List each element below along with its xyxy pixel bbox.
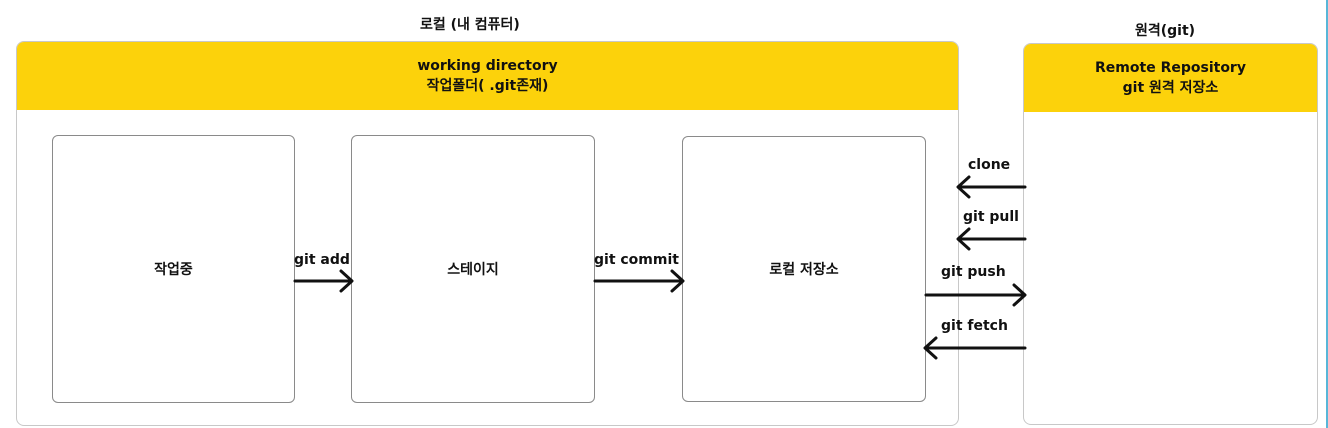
working-stage-box: 작업중 xyxy=(52,135,295,403)
remote-panel: Remote Repository git 원격 저장소 xyxy=(1023,43,1318,425)
clone-label: clone xyxy=(968,157,1011,173)
working-stage-label: 작업중 xyxy=(154,262,193,278)
git-push-arrow xyxy=(924,283,1027,307)
git-fetch-label: git fetch xyxy=(941,318,1008,334)
local-repo-label: 로컬 저장소 xyxy=(769,262,839,278)
staging-stage-label: 스테이지 xyxy=(447,262,499,278)
window-edge-line xyxy=(1326,0,1328,428)
remote-caption: 원격(git) xyxy=(1135,23,1196,39)
remote-panel-subtitle: git 원격 저장소 xyxy=(1122,80,1219,96)
git-add-arrow xyxy=(293,269,354,293)
git-commit-label: git commit xyxy=(594,252,679,268)
local-repo-box: 로컬 저장소 xyxy=(682,136,926,402)
local-panel-title: working directory xyxy=(417,58,558,74)
git-fetch-arrow xyxy=(923,336,1027,360)
git-push-label: git push xyxy=(941,264,1006,280)
remote-panel-title: Remote Repository xyxy=(1095,60,1246,76)
remote-panel-header: Remote Repository git 원격 저장소 xyxy=(1024,44,1317,112)
clone-arrow xyxy=(956,175,1027,199)
git-pull-arrow xyxy=(956,227,1027,251)
local-caption: 로컬 (내 컴퓨터) xyxy=(420,17,520,33)
staging-stage-box: 스테이지 xyxy=(351,135,595,403)
git-add-label: git add xyxy=(294,252,350,268)
git-pull-label: git pull xyxy=(963,209,1019,225)
git-commit-arrow xyxy=(593,269,685,293)
local-panel-subtitle: 작업폴더( .git존재) xyxy=(426,78,549,94)
local-panel-header: working directory 작업폴더( .git존재) xyxy=(17,42,958,110)
